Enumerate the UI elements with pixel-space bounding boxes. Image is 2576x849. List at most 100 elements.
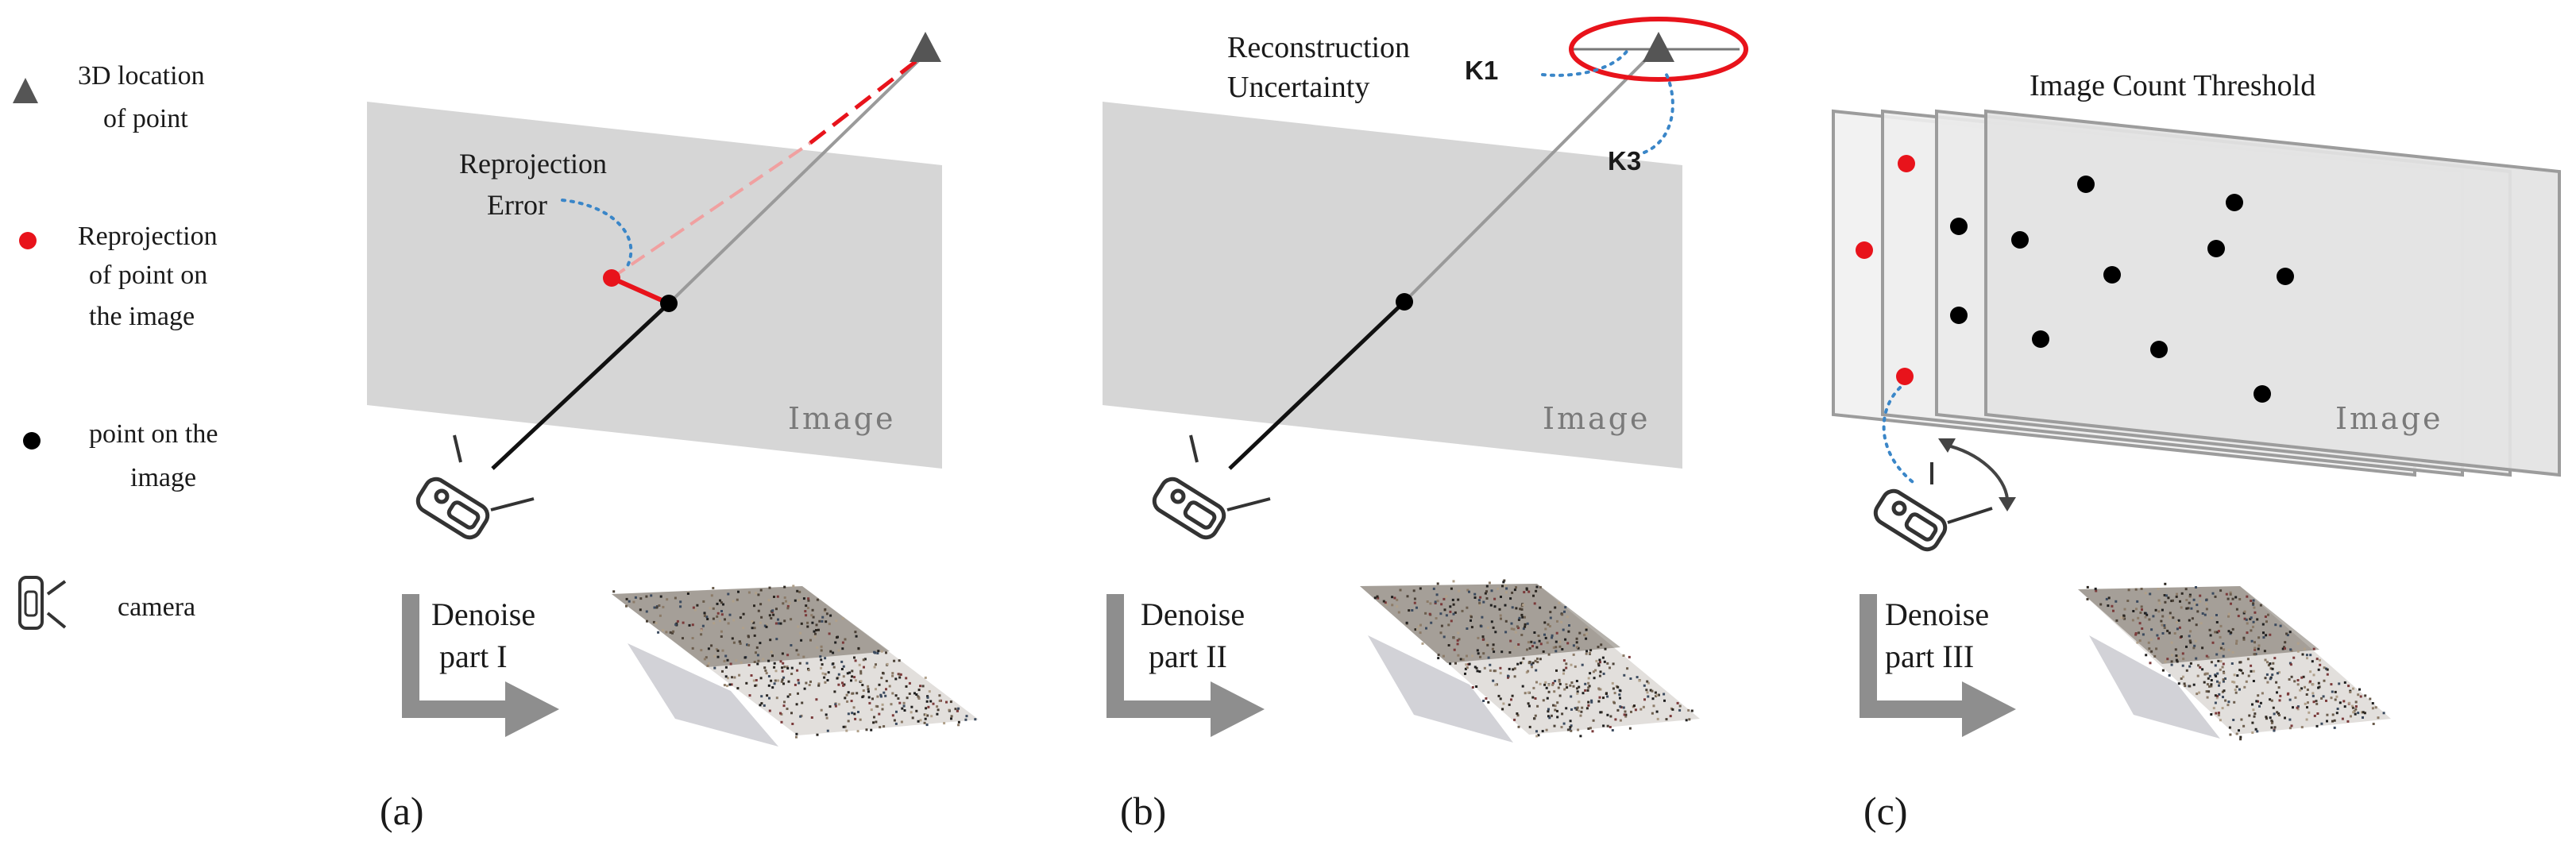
point-cloud-dot bbox=[2315, 700, 2318, 703]
point-cloud-dot bbox=[2218, 693, 2221, 696]
point-cloud-dot bbox=[639, 597, 643, 600]
point-cloud-dot bbox=[2161, 615, 2165, 618]
k1-label: K1 bbox=[1465, 56, 1498, 85]
point-cloud-dot bbox=[2134, 632, 2138, 635]
point-cloud-dot bbox=[2272, 706, 2275, 709]
point-cloud-dot bbox=[2199, 622, 2203, 625]
threshold-label: Image Count Threshold bbox=[2030, 69, 2315, 102]
point-cloud-dot bbox=[1563, 688, 1566, 691]
point-cloud-dot bbox=[732, 641, 736, 644]
point-cloud-dot bbox=[634, 596, 637, 599]
point-cloud-dot bbox=[2168, 631, 2171, 635]
point-cloud-dot bbox=[2363, 712, 2366, 715]
dotted-pointer bbox=[1882, 386, 1918, 486]
point-cloud-dot bbox=[1373, 596, 1377, 600]
point-cloud-dot bbox=[804, 610, 807, 613]
point-cloud-dot bbox=[2252, 708, 2255, 712]
point-cloud-dot bbox=[2206, 696, 2209, 699]
point-cloud-dot bbox=[1528, 725, 1531, 728]
point-cloud-dot bbox=[1391, 604, 1394, 607]
point-cloud-dot bbox=[2254, 611, 2257, 614]
point-cloud-dot bbox=[676, 619, 679, 623]
point-cloud-dot bbox=[2254, 712, 2257, 716]
point-cloud-dot bbox=[1520, 634, 1524, 636]
point-cloud-dot bbox=[1451, 598, 1454, 601]
point-cloud-dot bbox=[805, 614, 808, 617]
point-cloud-dot bbox=[2240, 669, 2243, 672]
point-cloud-dot bbox=[1539, 585, 1542, 589]
point-cloud-dot bbox=[796, 669, 799, 672]
point-cloud-dot bbox=[2354, 700, 2358, 704]
point-cloud-dot bbox=[1466, 666, 1469, 670]
point-cloud-dot bbox=[1485, 697, 1488, 700]
point-cloud-dot bbox=[2223, 689, 2226, 693]
point-cloud-dot bbox=[1414, 628, 1417, 631]
point-cloud-dot bbox=[875, 663, 877, 666]
point-cloud-dot bbox=[701, 624, 705, 627]
point-cloud-dot bbox=[712, 607, 715, 610]
point-cloud-dot bbox=[820, 645, 823, 648]
point-cloud-dot bbox=[1678, 704, 1682, 708]
point-cloud-dot bbox=[652, 620, 655, 623]
point-cloud-dot bbox=[2246, 622, 2249, 625]
point-cloud-dot bbox=[2164, 600, 2167, 604]
point-cloud-dot bbox=[841, 647, 844, 650]
point-cloud-dot bbox=[1488, 581, 1491, 585]
rotation-arrow bbox=[1938, 438, 2016, 511]
point-cloud-dot bbox=[1435, 593, 1439, 596]
point-cloud-dot bbox=[2228, 726, 2231, 729]
point-cloud-dot bbox=[2252, 625, 2254, 628]
point-cloud-dot bbox=[930, 715, 933, 718]
point-cloud-dot bbox=[2196, 604, 2199, 607]
point-cloud-dot bbox=[1524, 623, 1527, 626]
point-cloud-dot bbox=[1440, 624, 1443, 627]
dotted-pointer bbox=[561, 199, 633, 268]
point-cloud-dot bbox=[2094, 587, 2097, 590]
point-cloud-dot bbox=[2285, 632, 2288, 635]
point-cloud-dot bbox=[1393, 596, 1396, 600]
point-cloud-dot bbox=[2227, 700, 2230, 704]
point-cloud-dot bbox=[1385, 603, 1388, 606]
point-cloud-dot bbox=[924, 717, 927, 720]
point-cloud-dot bbox=[821, 616, 825, 619]
point-cloud-dot bbox=[850, 679, 852, 682]
point-cloud-dot bbox=[2152, 615, 2155, 618]
black-dot-icon bbox=[2032, 330, 2049, 348]
point-cloud-dot bbox=[1576, 690, 1579, 693]
point-cloud-dot bbox=[2284, 647, 2286, 650]
point-cloud-dot bbox=[897, 697, 900, 700]
point-cloud-dot bbox=[2245, 680, 2248, 683]
point-cloud-dot bbox=[919, 685, 922, 688]
point-cloud-dot bbox=[2211, 592, 2215, 595]
point-cloud-dot bbox=[825, 713, 828, 716]
point-cloud-dot bbox=[1517, 725, 1520, 728]
point-cloud-dot bbox=[1491, 647, 1494, 650]
point-cloud-dot bbox=[1480, 625, 1483, 628]
denoise-label-line1: Denoise bbox=[431, 596, 535, 632]
point-cloud-dot bbox=[2320, 722, 2323, 725]
point-cloud-dot bbox=[783, 700, 786, 704]
black-dot-icon bbox=[1396, 293, 1413, 311]
point-cloud-dot bbox=[759, 704, 762, 707]
point-cloud-dot bbox=[755, 646, 759, 649]
point-cloud-dot bbox=[1449, 610, 1452, 613]
point-cloud-dot bbox=[2250, 670, 2253, 673]
point-cloud-dot bbox=[2256, 730, 2259, 733]
point-cloud-dot bbox=[1478, 670, 1481, 673]
point-cloud-dot bbox=[2273, 712, 2276, 716]
point-cloud-dot bbox=[1535, 730, 1538, 733]
point-cloud-dot bbox=[2142, 633, 2145, 636]
k3-label: K3 bbox=[1608, 146, 1641, 176]
point-cloud-dot bbox=[881, 703, 884, 706]
point-cloud-dot bbox=[1564, 606, 1567, 609]
point-cloud-dot bbox=[1494, 683, 1497, 686]
camera-icon bbox=[414, 475, 492, 542]
point-cloud-dot bbox=[1437, 657, 1440, 660]
point-cloud-dot bbox=[786, 666, 789, 669]
point-cloud-dot bbox=[2278, 699, 2281, 702]
point-cloud-dot bbox=[1575, 637, 1578, 640]
point-cloud-dot bbox=[1576, 692, 1579, 695]
point-cloud-dot bbox=[1572, 644, 1575, 647]
point-cloud-dot bbox=[851, 712, 854, 715]
point-cloud-dot bbox=[2172, 616, 2175, 619]
